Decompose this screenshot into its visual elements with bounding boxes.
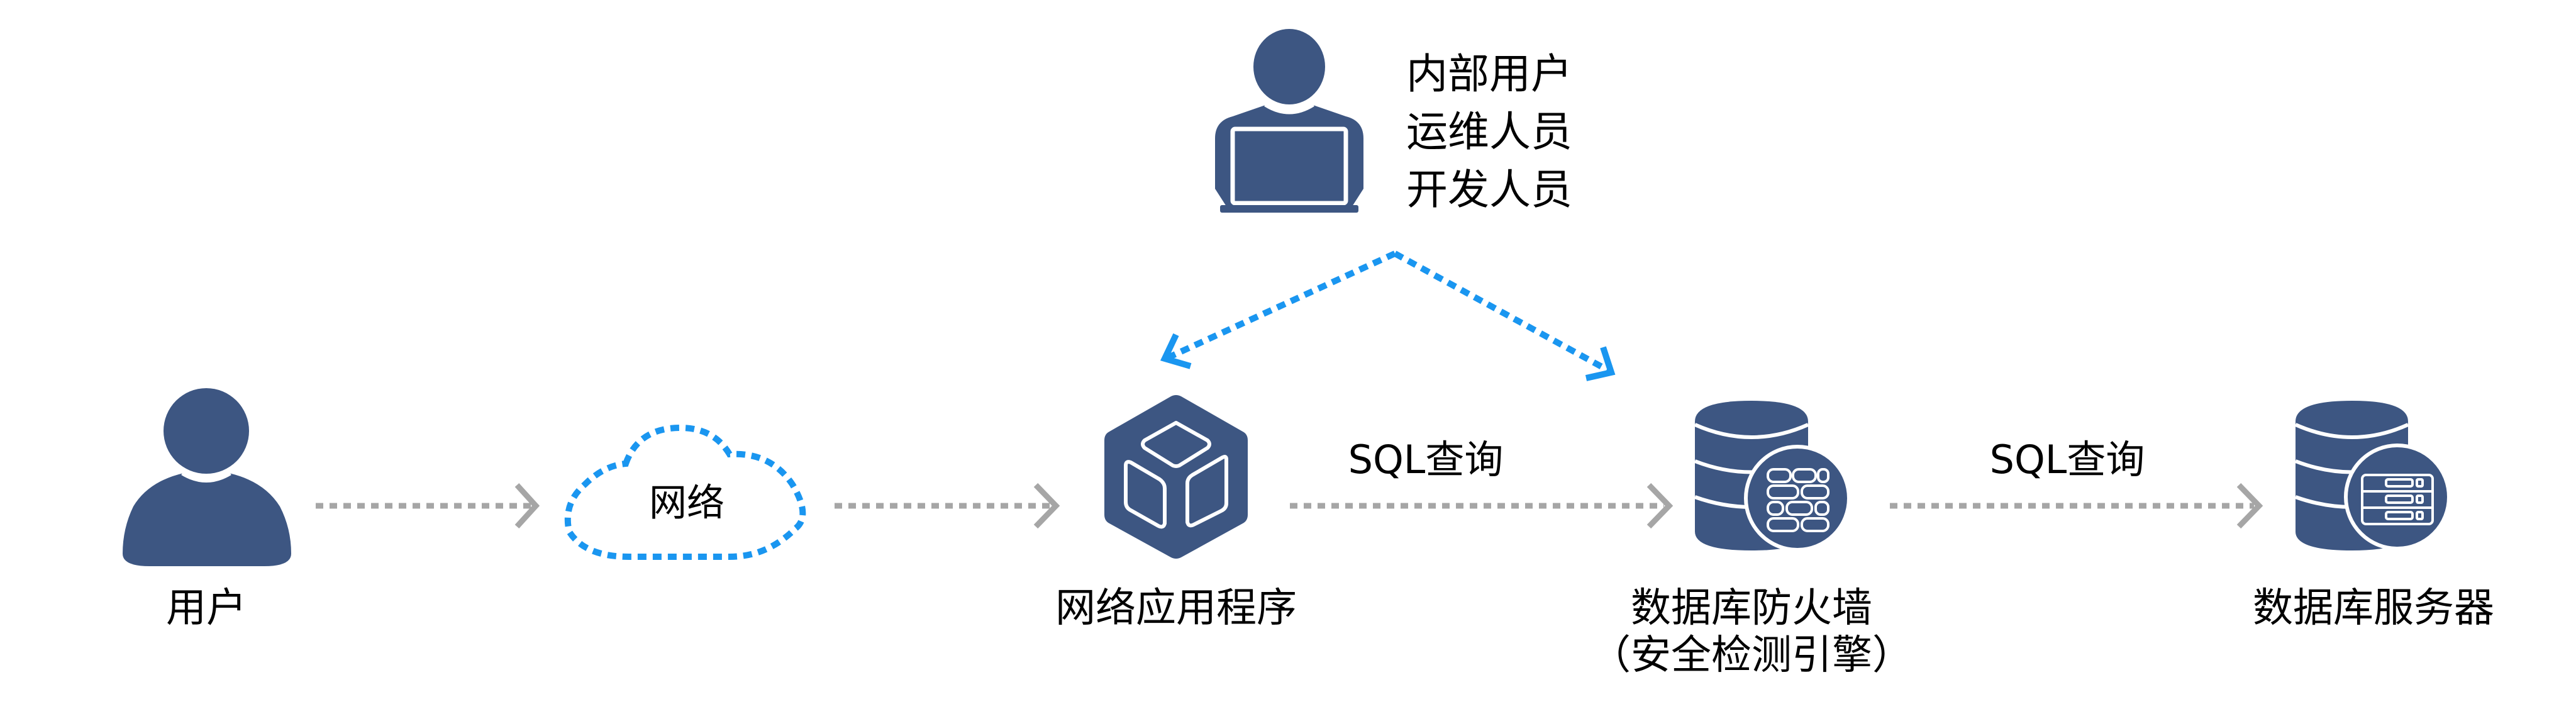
sql-query-label-2: SQL查询: [1989, 437, 2145, 483]
arrow-internal-to-app: [1160, 250, 1397, 369]
arrow-app-to-firewall: [1290, 483, 1674, 529]
database-server-icon: [2294, 401, 2451, 550]
arrow-internal-to-firewall: [1393, 250, 1616, 381]
database-firewall-icon: [1694, 401, 1851, 552]
user-label: 用户: [166, 585, 247, 632]
internal-users-line: 开发人员: [1406, 165, 1572, 214]
db-firewall-label: 数据库防火墙: [1631, 585, 1872, 632]
user-icon: [123, 388, 291, 566]
cube-hexagon-icon: [1104, 395, 1248, 559]
db-server-label: 数据库服务器: [2253, 585, 2494, 632]
sql-query-label-1: SQL查询: [1348, 437, 1504, 483]
network-label: 网络: [649, 481, 724, 525]
internal-users-label: 内部用户 运维人员 开发人员: [1406, 45, 1572, 219]
user-laptop-icon: [1215, 29, 1363, 213]
web-app-label: 网络应用程序: [1055, 585, 1297, 632]
cloud-icon: [564, 424, 806, 560]
internal-users-line: 运维人员: [1406, 108, 1572, 156]
internal-users-line: 内部用户: [1406, 50, 1572, 98]
arrow-user-to-network: [316, 483, 540, 529]
db-firewall-sublabel: （安全检测引擎）: [1591, 632, 1913, 679]
arrow-firewall-to-server: [1890, 483, 2263, 529]
arrow-network-to-app: [835, 483, 1060, 529]
